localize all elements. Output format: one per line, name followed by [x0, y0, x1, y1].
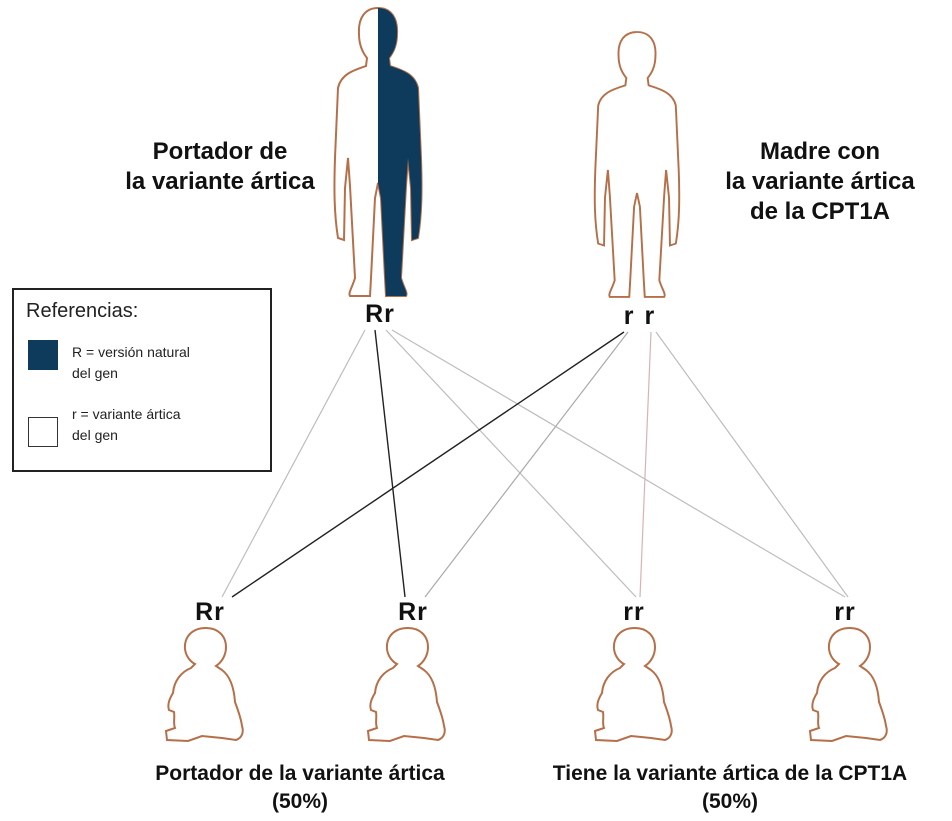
legend-natural-line1: R = versión natural	[72, 344, 190, 360]
affected-outcome-line2: (50%)	[701, 790, 759, 813]
father-figure	[333, 7, 423, 297]
mother-label-line2: la variante ártica	[725, 168, 915, 195]
legend-natural-line2: del gen	[72, 365, 118, 381]
mother-label: Madre con la variante ártica de la CPT1A	[705, 137, 935, 227]
inheritance-lines	[221, 329, 849, 598]
carrier-outcome-line2: (50%)	[271, 790, 329, 813]
legend-natural-swatch	[28, 340, 58, 370]
father-label: Portador de la variante ártica	[100, 137, 340, 197]
mother-label-line1: Madre con	[759, 138, 881, 165]
legend-box: Referencias: R = versión natural del gen…	[12, 288, 272, 472]
child3-figure	[594, 627, 673, 742]
legend-variant-swatch	[28, 417, 58, 447]
line-mother-r2-to-child3	[639, 331, 652, 598]
affected-outcome-line1: Tiene la variante ártica de la CPT1A	[552, 762, 908, 785]
father-label-line2: la variante ártica	[125, 168, 315, 195]
child3-genotype: rr	[623, 598, 645, 626]
line-R-to-child2	[374, 329, 406, 598]
father-label-line1: Portador de	[152, 138, 288, 165]
legend-title: Referencias:	[26, 300, 139, 322]
line-R-to-child1	[221, 329, 366, 598]
line-mother-r2-to-child4	[655, 331, 849, 598]
child2-figure	[367, 627, 446, 742]
legend-variant-line2: del gen	[72, 427, 118, 443]
line-r-to-child4	[391, 329, 846, 598]
child1-genotype: Rr	[195, 598, 225, 626]
mother-label-line3: de la CPT1A	[749, 198, 891, 225]
affected-outcome-label: Tiene la variante ártica de la CPT1A (50…	[515, 760, 945, 816]
child4-genotype: rr	[834, 598, 856, 626]
carrier-outcome-line1: Portador de la variante ártica	[155, 762, 445, 785]
child4-figure	[809, 627, 888, 742]
mother-figure	[593, 31, 681, 298]
line-mother-r1-to-child2	[424, 331, 629, 598]
legend-variant-entry: r = variante ártica del gen	[72, 404, 267, 446]
line-mother-r1-to-child1	[231, 331, 625, 598]
mother-genotype: r r	[623, 302, 657, 330]
child1-figure	[165, 627, 244, 742]
father-genotype: Rr	[365, 300, 395, 328]
legend-variant-line1: r = variante ártica	[72, 406, 181, 422]
carrier-outcome-label: Portador de la variante ártica (50%)	[90, 760, 510, 816]
line-r-to-child3	[385, 329, 637, 598]
legend-natural-entry: R = versión natural del gen	[72, 342, 267, 384]
child2-genotype: Rr	[398, 598, 428, 626]
